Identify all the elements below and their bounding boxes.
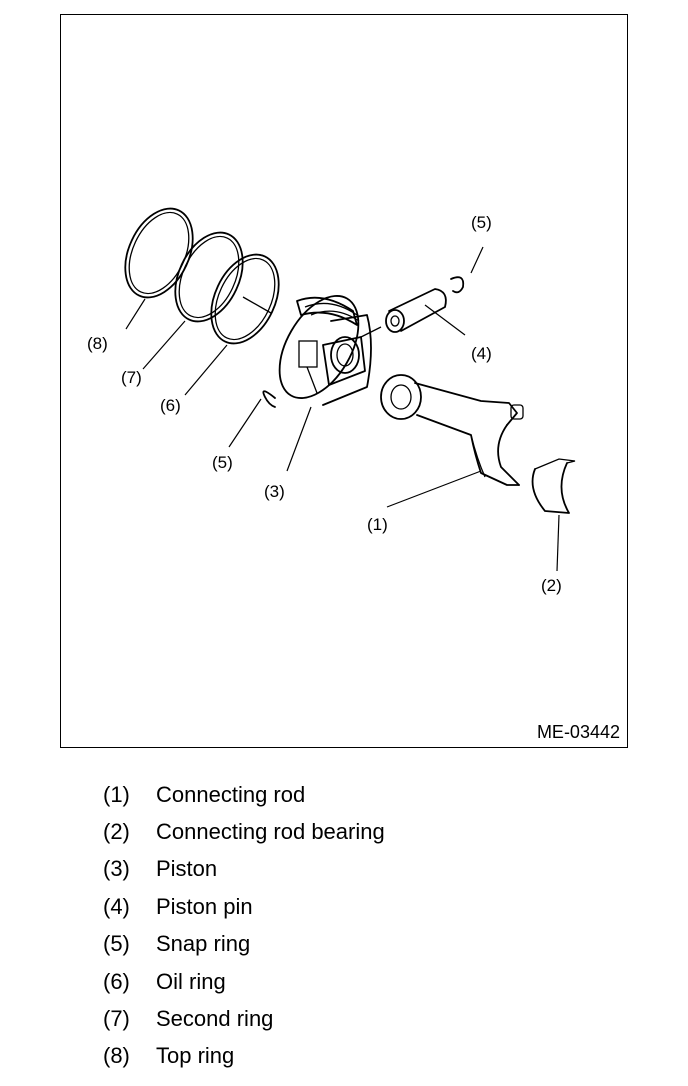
legend-item: (1) Connecting rod (103, 776, 603, 813)
legend-label: Snap ring (156, 931, 251, 957)
connecting-rod-bearing-drawing (531, 458, 576, 514)
callout-8: (8) (87, 334, 108, 353)
legend-number: (1) (103, 781, 130, 807)
legend-number: (5) (103, 931, 130, 957)
callout-4: (4) (471, 344, 492, 363)
legend-number: (2) (103, 819, 130, 845)
legend-item: (7) Second ring (103, 1000, 603, 1037)
piston-pin-drawing (360, 288, 447, 338)
second-ring-drawing (174, 231, 244, 323)
top-ring-drawing (124, 207, 194, 299)
legend-label: Second ring (156, 1006, 274, 1032)
callout-1: (1) (367, 515, 388, 534)
oil-ring-drawing (210, 253, 280, 345)
legend-label: Oil ring (156, 968, 226, 994)
parts-legend: (1) Connecting rod (2) Connecting rod be… (103, 776, 603, 1075)
diagram-frame: (1) (2) (3) (4) (5) (5) (6) (7) (8) ME-0… (60, 14, 628, 748)
legend-item: (6) Oil ring (103, 963, 603, 1000)
callout-5-lower: (5) (212, 453, 233, 472)
leader-lines (125, 246, 560, 572)
figure-id: ME-03442 (536, 722, 620, 742)
legend-number: (8) (103, 1043, 130, 1069)
legend-number: (4) (103, 893, 130, 919)
callout-3: (3) (264, 482, 285, 501)
legend-label: Connecting rod (156, 781, 306, 807)
piston-drawing (278, 295, 372, 406)
legend-label: Top ring (156, 1043, 235, 1069)
legend-label: Connecting rod bearing (156, 819, 385, 845)
callout-6: (6) (160, 396, 181, 415)
snap-ring-left-drawing (262, 390, 276, 408)
legend-label: Piston (156, 856, 218, 882)
callout-2: (2) (541, 576, 562, 595)
legend-item: (4) Piston pin (103, 888, 603, 925)
legend-item: (5) Snap ring (103, 926, 603, 963)
exploded-view-drawing: (1) (2) (3) (4) (5) (5) (6) (7) (8) (87, 207, 576, 595)
snap-ring-right-drawing (450, 276, 465, 294)
connecting-rod-drawing (380, 374, 524, 486)
legend-number: (6) (103, 968, 130, 994)
legend-number: (3) (103, 856, 130, 882)
legend-label: Piston pin (156, 893, 253, 919)
legend-number: (7) (103, 1006, 130, 1032)
legend-item: (8) Top ring (103, 1038, 603, 1075)
legend-item: (2) Connecting rod bearing (103, 813, 603, 850)
legend-item: (3) Piston (103, 851, 603, 888)
callout-5-upper: (5) (471, 213, 492, 232)
callout-7: (7) (121, 368, 142, 387)
